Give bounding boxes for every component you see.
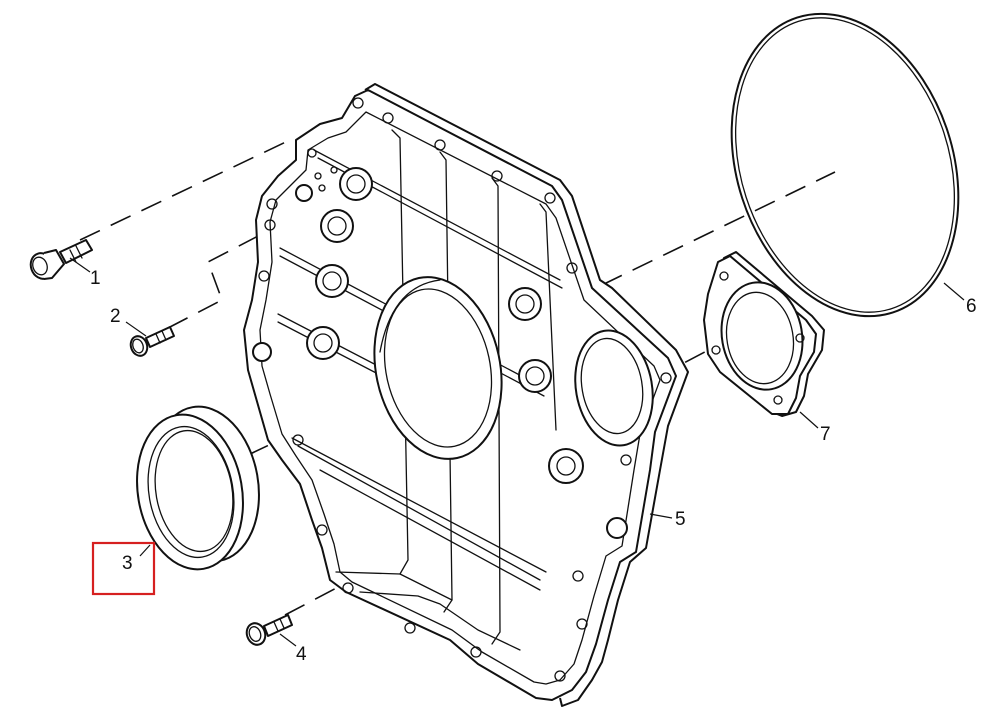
callout-6: 6 bbox=[966, 296, 977, 317]
bolt-part-1 bbox=[29, 239, 93, 280]
rim-bolt-holes bbox=[252, 97, 672, 682]
bolt-part-2 bbox=[129, 326, 175, 357]
callout-4: 4 bbox=[296, 644, 307, 665]
callout-5: 5 bbox=[675, 509, 686, 530]
bolt-part-4 bbox=[245, 614, 293, 646]
flange-cover-part-7 bbox=[703, 251, 825, 417]
callout-3: 3 bbox=[122, 553, 133, 574]
callout-3-highlight-box bbox=[91, 541, 156, 596]
callout-7: 7 bbox=[820, 424, 831, 445]
leader-lines bbox=[69, 257, 965, 647]
timing-cover-plate bbox=[243, 83, 689, 707]
o-ring-part-6 bbox=[730, 12, 960, 318]
seal-ring-part-3 bbox=[136, 405, 260, 571]
callout-1: 1 bbox=[90, 268, 101, 289]
callout-2: 2 bbox=[110, 306, 121, 327]
boss-holes bbox=[306, 167, 584, 484]
